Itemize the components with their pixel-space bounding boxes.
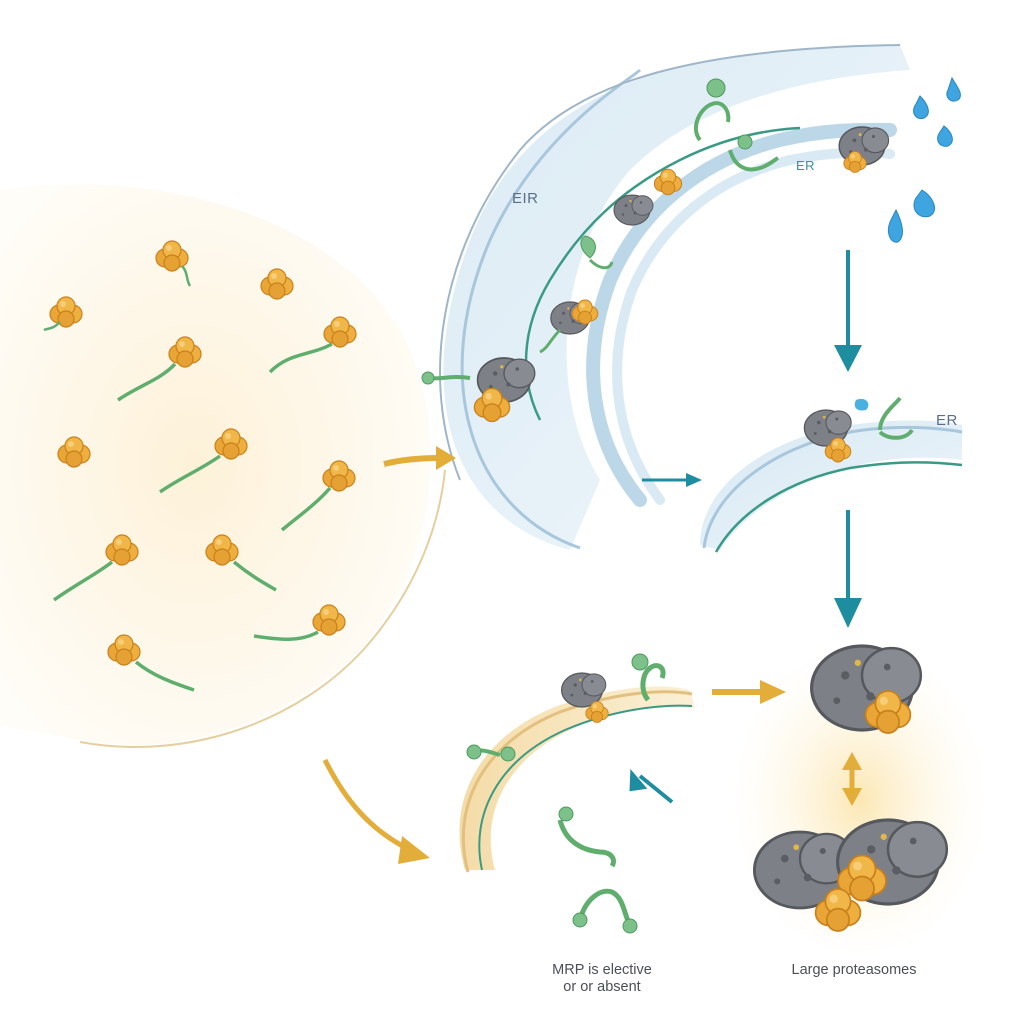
- arrow-icon: [383, 455, 441, 467]
- flow-arrows: [322, 250, 862, 864]
- droplet-icon: [887, 76, 961, 243]
- mrp-caption: MRP is elective or or absent: [512, 962, 692, 996]
- cytosol-region: [0, 184, 431, 746]
- proteasome-cluster: [730, 640, 990, 960]
- er-translocation-complexes: [421, 78, 890, 423]
- er-membrane-small: [700, 396, 963, 553]
- er-membrane-large: [439, 44, 910, 550]
- ribosome-cluster: [43, 240, 357, 692]
- er-label-small: ER: [796, 158, 816, 173]
- er-label-mid: ER: [936, 412, 958, 429]
- mrp-caption-line2: or or absent: [563, 979, 641, 995]
- mrp-caption-line1: MRP is elective: [552, 962, 652, 978]
- er-label-top: EIR: [512, 190, 539, 207]
- proteasome-caption: Large proteasomes: [791, 962, 917, 978]
- er-membrane-yellow: [459, 653, 695, 934]
